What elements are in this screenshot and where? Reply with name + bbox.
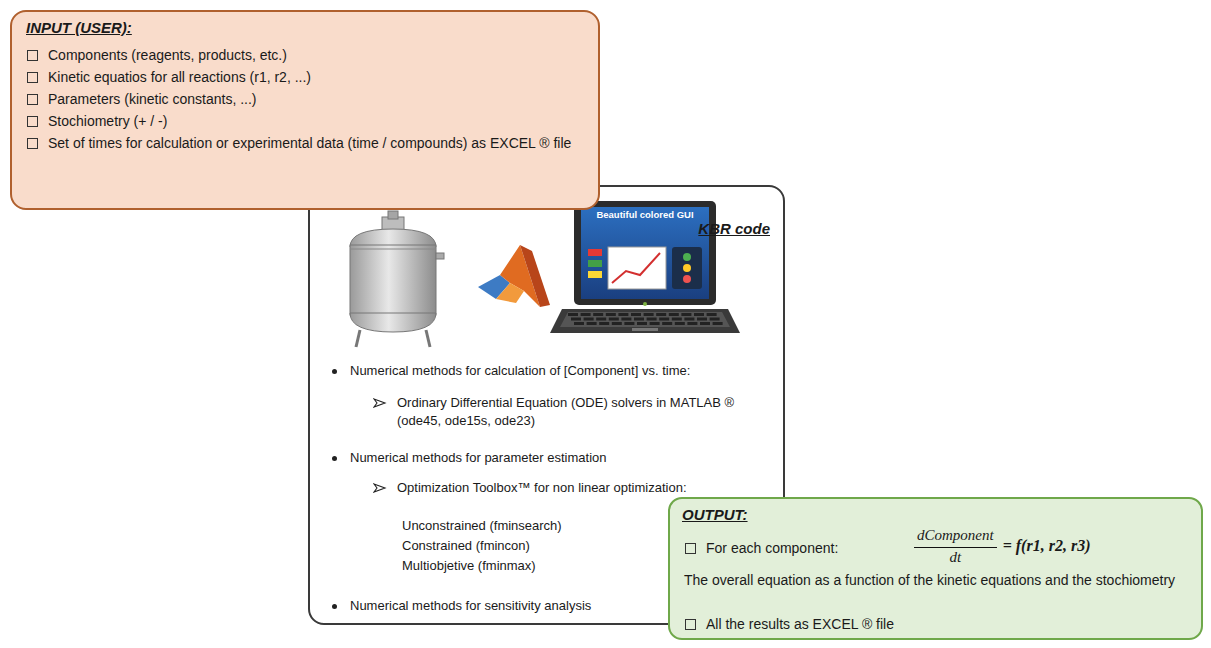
item-text: Numerical methods for sensitivity analys… bbox=[350, 597, 670, 615]
item-text: Unconstrained (fminsearch) bbox=[402, 517, 702, 535]
checkbox-mark bbox=[685, 543, 696, 554]
equation-part: dt bbox=[950, 547, 962, 567]
equation-part: = f(r1, r2, r3) bbox=[1003, 535, 1091, 557]
item-text: Components (reagents, products, etc.) bbox=[48, 46, 588, 65]
item-text: Numerical methods for parameter estimati… bbox=[350, 449, 775, 467]
item-text: Set of times for calculation or experime… bbox=[48, 134, 578, 153]
bullet-dot bbox=[332, 456, 337, 461]
item-text: Numerical methods for calculation of [Co… bbox=[350, 362, 775, 380]
matlab-logo bbox=[478, 245, 550, 307]
kbr-illustrations bbox=[310, 187, 770, 357]
bullet-dot bbox=[332, 604, 337, 609]
item-text: Constrained (fmincon) bbox=[402, 537, 702, 555]
checkbox-mark bbox=[27, 116, 38, 127]
checkbox-mark bbox=[27, 50, 38, 61]
item-text: Parameters (kinetic constants, ...) bbox=[48, 90, 588, 109]
item-text: For each component: bbox=[706, 539, 906, 558]
item-text: The overall equation as a function of th… bbox=[684, 571, 1189, 590]
box-heading: INPUT (USER): bbox=[26, 18, 326, 38]
checkbox-mark bbox=[27, 72, 38, 83]
fraction-bar bbox=[914, 547, 997, 548]
input-box: INPUT (USER): Components (reagents, produ… bbox=[10, 10, 600, 210]
item-text: Kinetic equatios for all reactions (r1, … bbox=[48, 68, 588, 87]
bullet-dot bbox=[332, 369, 337, 374]
box-heading: OUTPUT: bbox=[682, 505, 882, 525]
item-text: Ordinary Differential Equation (ODE) sol… bbox=[397, 394, 767, 429]
item-text: Multiobjetive (fminmax) bbox=[402, 557, 702, 575]
reactor-illustration bbox=[350, 211, 444, 347]
item-text: All the results as EXCEL ® file bbox=[706, 615, 1186, 634]
output-box: OUTPUT: For each component: dComponentdt = … bbox=[668, 497, 1203, 640]
screen-label: Beautiful colored GUI bbox=[581, 210, 709, 221]
arrow-bullet bbox=[373, 397, 387, 409]
checkbox-mark bbox=[27, 94, 38, 105]
equation-part: dComponent bbox=[917, 525, 994, 545]
item-text: Optimization Toolbox™ for non linear opt… bbox=[397, 479, 777, 497]
arrow-bullet bbox=[373, 482, 387, 494]
checkbox-mark bbox=[685, 619, 696, 630]
item-text: Stochiometry (+ / -) bbox=[48, 112, 588, 131]
checkbox-mark bbox=[27, 138, 38, 149]
box-heading: KBR code bbox=[600, 219, 770, 239]
